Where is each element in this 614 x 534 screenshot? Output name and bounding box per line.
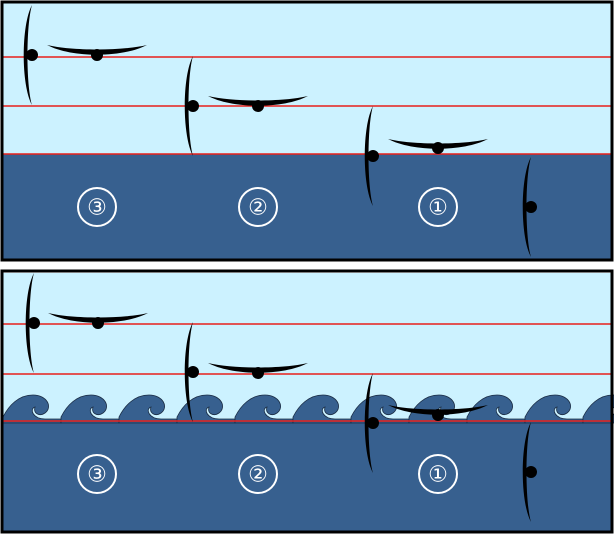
stage-label: ①: [428, 196, 448, 221]
pivot-dot: [525, 201, 537, 213]
pivot-dot: [252, 367, 264, 379]
stage-label: ②: [248, 463, 268, 488]
pivot-dot: [91, 49, 103, 61]
pivot-dot: [525, 466, 537, 478]
stage-marker-3: ③: [77, 187, 117, 227]
pivot-dot: [367, 150, 379, 162]
pivot-dot: [28, 317, 40, 329]
stage-marker-2: ②: [238, 187, 278, 227]
stage-label: ③: [87, 196, 107, 221]
panel-frame: [0, 269, 614, 534]
pivot-dot: [187, 366, 199, 378]
sky-area: [3, 3, 611, 154]
stage-marker-1: ①: [418, 187, 458, 227]
bottom-panel: ③ ② ①: [0, 269, 614, 534]
sky-area: [3, 273, 611, 421]
pivot-dot: [252, 100, 264, 112]
stage-label: ①: [428, 463, 448, 488]
stage-marker-3: ③: [77, 454, 117, 494]
pivot-dot: [92, 317, 104, 329]
pivot-dot: [367, 417, 379, 429]
stage-label: ②: [248, 196, 268, 221]
pivot-dot: [26, 49, 38, 61]
top-panel: ③ ② ①: [0, 0, 614, 262]
pivot-dot: [432, 409, 444, 421]
water-area: [3, 154, 611, 259]
stage-marker-2: ②: [238, 454, 278, 494]
water-area: [3, 421, 611, 531]
stage-marker-1: ①: [418, 454, 458, 494]
stage-label: ③: [87, 463, 107, 488]
panel-frame: [0, 0, 614, 262]
pivot-dot: [187, 100, 199, 112]
pivot-dot: [432, 142, 444, 154]
